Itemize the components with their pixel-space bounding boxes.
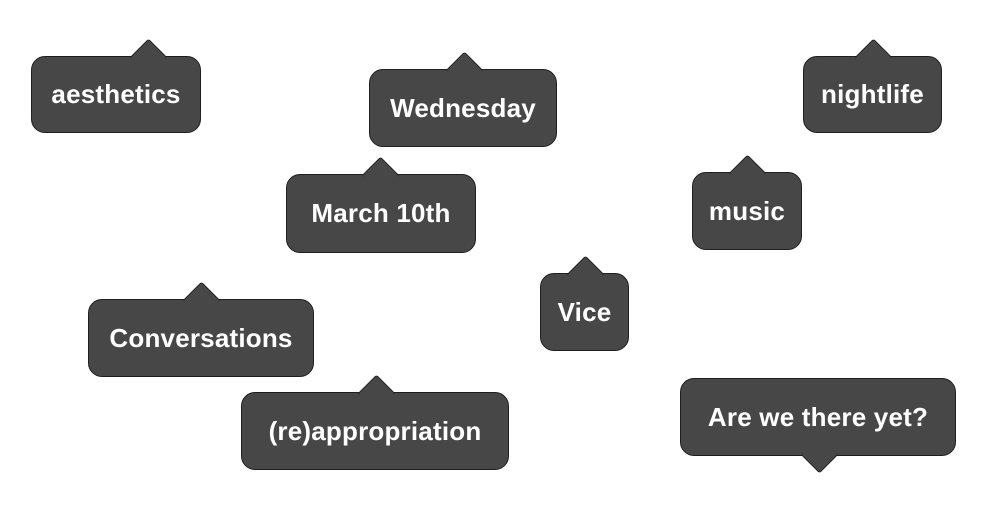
tag-wednesday[interactable]: Wednesday bbox=[369, 51, 557, 147]
pointer-up-icon bbox=[182, 281, 221, 320]
tag-conversations[interactable]: Conversations bbox=[88, 281, 314, 377]
tag-reappropriation[interactable]: (re)appropriation bbox=[241, 374, 509, 470]
tag-music[interactable]: music bbox=[692, 154, 802, 250]
pointer-up-icon bbox=[854, 38, 893, 77]
pointer-up-icon bbox=[129, 38, 168, 77]
pointer-up-icon bbox=[566, 255, 605, 294]
tag-vice[interactable]: Vice bbox=[540, 255, 629, 351]
pointer-up-icon bbox=[361, 156, 400, 195]
tag-label: (re)appropriation bbox=[268, 415, 482, 446]
tag-label: nightlife bbox=[821, 79, 924, 109]
tag-aesthetics[interactable]: aesthetics bbox=[31, 38, 201, 133]
tag-label: Vice bbox=[557, 296, 612, 327]
tag-label: March 10th bbox=[311, 198, 451, 228]
tag-are-we-there-yet[interactable]: Are we there yet? bbox=[680, 378, 956, 474]
pointer-up-icon bbox=[357, 374, 396, 413]
pointer-down-icon bbox=[800, 435, 839, 474]
pointer-up-icon bbox=[728, 154, 767, 193]
tag-label: Wednesday bbox=[390, 92, 536, 123]
tag-nightlife[interactable]: nightlife bbox=[803, 38, 942, 133]
tag-label: Conversations bbox=[109, 322, 293, 353]
pointer-up-icon bbox=[445, 51, 484, 90]
tag-march-10th[interactable]: March 10th bbox=[286, 156, 476, 253]
tag-label: Are we there yet? bbox=[707, 401, 929, 432]
tag-label: music bbox=[708, 195, 786, 226]
tag-label: aesthetics bbox=[51, 79, 181, 109]
